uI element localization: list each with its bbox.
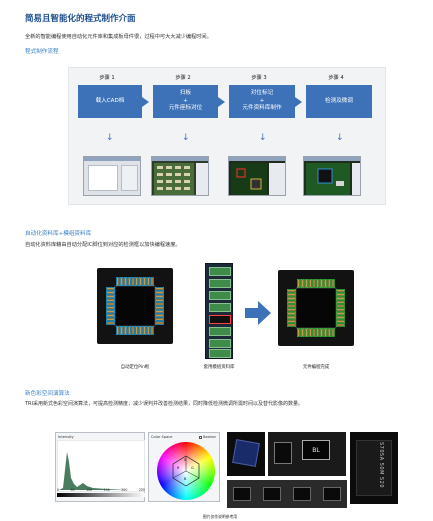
hist-tick: 0	[57, 488, 60, 492]
step-2-box: 扫板 + 元件座标对位	[153, 85, 225, 118]
color-space-panel: Color Space Boolean S R G B	[148, 432, 220, 502]
library-description: 自动化资料库藉由自动分配IC脚位到对应的检测框以加快编程速度。	[25, 242, 181, 248]
component-row-photo	[227, 480, 347, 508]
wheel-label-g: G	[191, 466, 194, 470]
hist-tick: 150	[103, 488, 110, 492]
footer-caption: 图片仅作说明参考用	[202, 514, 238, 519]
step-1-box: 载入CAD档	[78, 85, 149, 118]
chip-photo-marking: S705A 50M 520	[350, 432, 398, 504]
step-2-line3: 元件座标对位	[168, 105, 203, 112]
step-1-line1: 载入CAD档	[95, 97, 125, 104]
color-space-title: Color Space	[151, 435, 173, 439]
step-4-box: 检测及微调	[306, 85, 372, 118]
step-2-line1: 扫板	[179, 90, 192, 97]
boolean-option-label: Boolean	[203, 435, 216, 439]
step-4-label: 步骤 4	[328, 75, 344, 81]
process-heading: 程式制作流程	[25, 49, 59, 55]
hist-tick: 100	[86, 488, 93, 492]
histogram-title: Intensity	[58, 435, 74, 439]
module-library-strip	[205, 263, 233, 359]
step-3-line3: 元件资料库制作	[242, 105, 282, 112]
wheel-label-r: R	[177, 466, 180, 470]
library-heading: 自动化资料库+模组资料库	[25, 231, 92, 237]
chip-photo-bl: BL	[268, 432, 346, 476]
wheel-label-s: S	[184, 458, 187, 462]
step-2-line2: +	[183, 97, 188, 104]
step-4-line1: 检测及微调	[325, 97, 353, 104]
step-3-line2: +	[259, 97, 265, 104]
down-arrow-icon: ↓	[336, 133, 344, 143]
chip-marking-bl: BL	[302, 440, 330, 460]
intro-description: 全新的智能编程使用自动化元件库和集成板母件很，过程中可大大减少编程时间。	[25, 34, 212, 40]
hist-tick: 200	[121, 488, 128, 492]
cad-software-screenshot	[83, 156, 141, 196]
inspection-screenshot	[303, 156, 361, 196]
color-description: TRI采用新式色彩空间演算法，可提高检测精度，减少误判并改善检测结果，同时降低检…	[25, 401, 304, 407]
step-3-line1: 对位标记	[250, 90, 274, 97]
color-heading: 新色彩空间演算法	[25, 391, 70, 397]
board-scan-screenshot	[151, 156, 209, 196]
chip-photo-blue	[227, 432, 265, 476]
intensity-histogram-panel: Intensity 0 50 100 150 200 255	[55, 432, 145, 502]
boolean-checkbox[interactable]	[199, 435, 203, 439]
right-arrow-icon	[245, 301, 271, 325]
chip-marking-text: S705A 50M 520	[378, 442, 384, 489]
ic-chip-auto-pin	[97, 268, 173, 344]
step-1-label: 步骤 1	[99, 75, 115, 81]
down-arrow-icon: ↓	[106, 133, 114, 143]
wheel-label-b: B	[184, 477, 187, 481]
caption-module-library: 套用模组资料库	[203, 365, 235, 370]
page-title: 简易且智能化的程式制作介面	[25, 14, 136, 24]
caption-programmed: 元件编程完成	[302, 365, 330, 370]
caption-auto-pin: 自动定位Pin框	[120, 365, 150, 370]
step-2-label: 步骤 2	[175, 75, 191, 81]
step-3-box: 对位标记 + 元件资料库制作	[229, 85, 302, 118]
hist-tick: 50	[70, 488, 75, 492]
fiducial-screenshot	[228, 156, 286, 196]
ic-chip-programmed	[278, 270, 354, 346]
hist-tick: 255	[138, 488, 145, 492]
step-3-label: 步骤 3	[251, 75, 267, 81]
down-arrow-icon: ↓	[182, 133, 190, 143]
down-arrow-icon: ↓	[259, 133, 267, 143]
color-wheel: S R G B	[157, 442, 215, 500]
